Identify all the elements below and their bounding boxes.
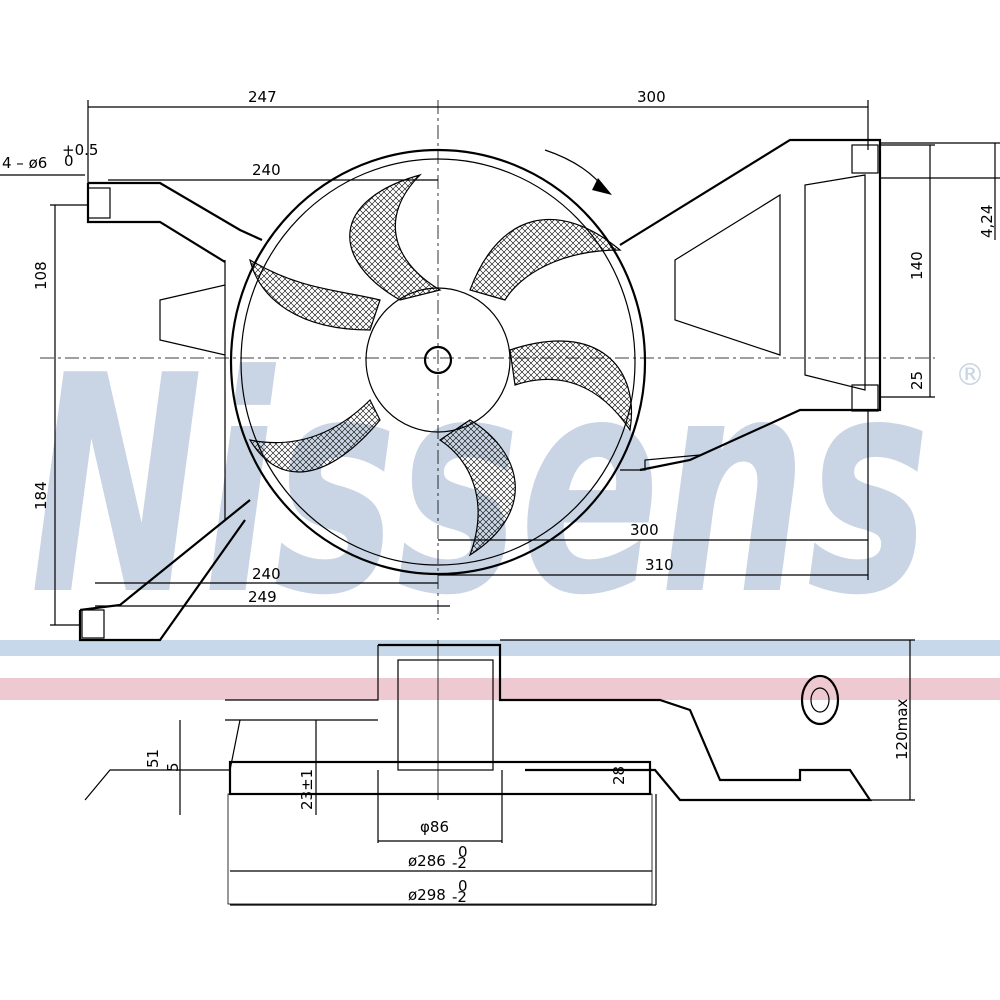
dim-247: 247	[248, 88, 277, 106]
dim-4-24: 4,24	[978, 205, 996, 238]
tol-lower-298: -2	[452, 888, 467, 906]
shroud-side	[228, 760, 652, 796]
tol-upper-298: 0	[458, 877, 468, 895]
right-bracket	[619, 138, 882, 472]
dim-phi86: φ86	[420, 818, 449, 836]
left-upper-arm	[88, 181, 263, 242]
side-view: 120max 51 5 23±1 28 φ86 ø286 0 -2 ø298 0…	[84, 639, 915, 906]
side-frame-right	[378, 643, 873, 802]
mount-hole-icon	[851, 144, 879, 174]
tol-upper-286: 0	[458, 843, 468, 861]
fan-blades	[248, 173, 632, 557]
mount-hole-icon	[851, 384, 879, 412]
registered-mark: ®	[955, 358, 985, 393]
front-dimensions: 247 300 4 – ø6 +0.5 0 240 108 184 140 25…	[0, 88, 1000, 626]
dim-25: 25	[908, 371, 926, 390]
dim-28: 28	[610, 766, 628, 785]
dim-286: ø286	[408, 852, 446, 870]
dim-240-bottom: 240	[252, 565, 281, 583]
front-view	[40, 100, 935, 642]
motor-shaft	[423, 345, 453, 375]
dim-249: 249	[248, 588, 277, 606]
dim-120max: 120max	[893, 699, 911, 760]
dim-300-bottom: 300	[630, 521, 659, 539]
dim-5: 5	[164, 762, 182, 772]
tol-lower-286: -2	[452, 854, 467, 872]
mount-hole-icon	[81, 609, 105, 639]
dim-298: ø298	[408, 886, 446, 904]
hole-spec: 4 – ø6	[2, 154, 47, 172]
dim-23: 23±1	[298, 769, 316, 810]
hole-tol-lower: 0	[64, 152, 74, 170]
motor-side	[397, 659, 494, 771]
dim-240-top: 240	[252, 161, 281, 179]
connector-plug-icon	[800, 674, 840, 726]
dim-51: 51	[144, 749, 162, 768]
dim-108: 108	[32, 261, 50, 290]
hole-tol-upper: +0.5	[62, 141, 98, 159]
dim-300-top: 300	[637, 88, 666, 106]
mount-hole-icon	[87, 187, 111, 219]
dim-140: 140	[908, 251, 926, 280]
dim-184: 184	[32, 481, 50, 510]
dim-310: 310	[645, 556, 674, 574]
